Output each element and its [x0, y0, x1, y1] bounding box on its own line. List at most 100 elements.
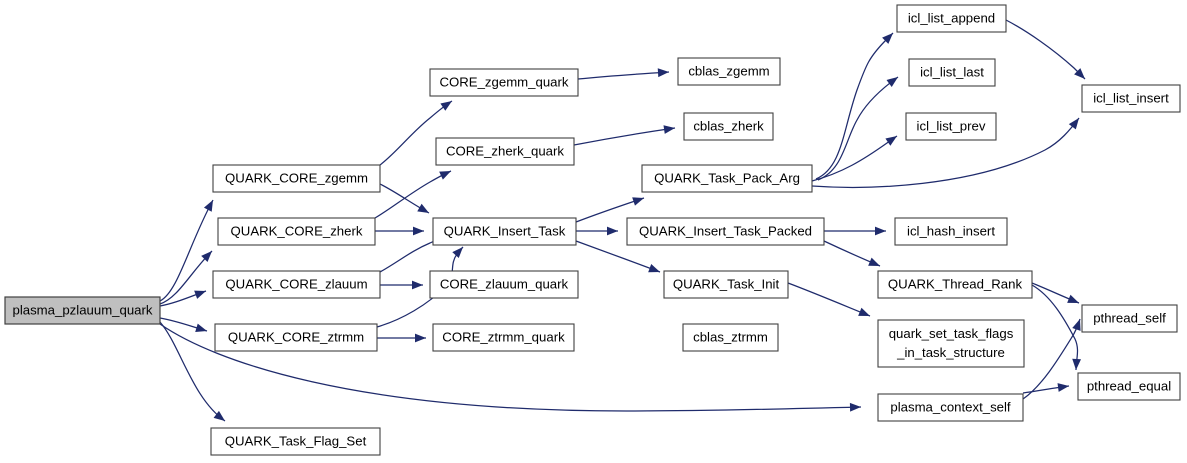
node-CORE_zgemm_quark[interactable]: CORE_zgemm_quark	[429, 68, 579, 97]
edge-icl_list_append-to-icl_list_insert	[1005, 19, 1086, 80]
node-box[interactable]	[908, 58, 996, 87]
edge-arrowhead	[1072, 358, 1082, 370]
node-label: icl_list_prev	[917, 118, 986, 133]
edge-QUARK_Insert_Task-to-QUARK_Task_Init	[575, 240, 661, 273]
node-label: plasma_context_self	[890, 399, 1011, 414]
node-box[interactable]	[429, 270, 579, 299]
edge-QUARK_Insert_Task-to-QUARK_Task_Pack_Arg	[575, 197, 645, 223]
node-QUARK_CORE_zlauum[interactable]: QUARK_CORE_zlauum	[212, 270, 381, 299]
node-box[interactable]	[877, 319, 1025, 368]
node-box[interactable]	[429, 68, 579, 97]
edge-arrowhead	[415, 333, 426, 343]
node-box[interactable]	[877, 270, 1033, 299]
edge-arrowhead	[657, 68, 669, 78]
node-label: QUARK_CORE_ztrmm	[228, 329, 364, 344]
node-label: CORE_zherk_quark	[446, 143, 564, 158]
node-cblas_zgemm[interactable]: cblas_zgemm	[677, 57, 781, 86]
edge-arrowhead	[1072, 319, 1081, 331]
node-pthread_self[interactable]: pthread_self	[1081, 304, 1178, 333]
edge-arrowhead	[648, 264, 660, 273]
node-QUARK_Insert_Task_Packed[interactable]: QUARK_Insert_Task_Packed	[626, 217, 825, 246]
edge-QUARK_CORE_zlauum-to-CORE_zlauum_quark	[380, 280, 423, 290]
edge-line	[1005, 19, 1086, 80]
node-label-line2: _in_task_structure	[896, 345, 1005, 360]
node-CORE_zlauum_quark[interactable]: CORE_zlauum_quark	[429, 270, 579, 299]
node-CORE_ztrmm_quark[interactable]: CORE_ztrmm_quark	[432, 323, 575, 352]
edge-plasma_pzlauum_quark-to-plasma_context_self	[159, 323, 862, 412]
edge-arrowhead	[1068, 118, 1079, 130]
edge-arrowhead	[885, 136, 897, 146]
node-box[interactable]	[641, 164, 813, 193]
node-label: QUARK_CORE_zgemm	[225, 170, 368, 185]
edge-arrowhead	[440, 101, 452, 111]
node-plasma_pzlauum_quark[interactable]: plasma_pzlauum_quark	[4, 296, 161, 325]
node-pthread_equal[interactable]: pthread_equal	[1077, 372, 1181, 401]
node-cblas_ztrmm[interactable]: cblas_ztrmm	[682, 323, 779, 352]
node-box[interactable]	[905, 112, 997, 141]
node-box[interactable]	[896, 4, 1007, 33]
edge-arrowhead	[868, 257, 880, 266]
node-QUARK_Task_Init[interactable]: QUARK_Task_Init	[663, 270, 789, 299]
node-box[interactable]	[217, 217, 376, 246]
node-box[interactable]	[214, 323, 378, 352]
edge-arrowhead	[417, 203, 429, 213]
edges-layer	[159, 19, 1086, 422]
node-box[interactable]	[212, 270, 381, 299]
node-icl_list_insert[interactable]: icl_list_insert	[1081, 84, 1181, 113]
edge-line	[159, 321, 226, 422]
node-QUARK_Task_Flag_Set[interactable]: QUARK_Task_Flag_Set	[210, 427, 381, 456]
node-box[interactable]	[626, 217, 825, 246]
edge-line	[573, 127, 676, 146]
node-box[interactable]	[683, 112, 774, 141]
node-box[interactable]	[432, 217, 577, 246]
node-box[interactable]	[1081, 304, 1178, 333]
node-box[interactable]	[210, 427, 381, 456]
node-box[interactable]	[663, 270, 789, 299]
edge-plasma_pzlauum_quark-to-QUARK_CORE_zherk	[159, 250, 213, 305]
node-icl_list_last[interactable]: icl_list_last	[908, 58, 996, 87]
edge-arrowhead	[194, 290, 206, 299]
edge-QUARK_Task_Pack_Arg-to-icl_list_append	[815, 32, 894, 180]
edge-line	[787, 282, 871, 317]
node-box[interactable]	[432, 323, 575, 352]
node-box[interactable]	[682, 323, 779, 352]
node-label: pthread_equal	[1087, 378, 1171, 393]
node-QUARK_Thread_Rank[interactable]: QUARK_Thread_Rank	[877, 270, 1033, 299]
edge-plasma_pzlauum_quark-to-QUARK_CORE_zlauum	[159, 290, 207, 307]
node-label: cblas_zgemm	[688, 63, 769, 78]
node-cblas_zherk[interactable]: cblas_zherk	[683, 112, 774, 141]
edge-QUARK_CORE_ztrmm-to-CORE_ztrmm_quark	[377, 333, 426, 343]
edge-QUARK_CORE_zgemm-to-QUARK_Insert_Task	[379, 183, 430, 214]
edge-line	[159, 323, 862, 412]
node-box[interactable]	[4, 296, 161, 325]
node-CORE_zherk_quark[interactable]: CORE_zherk_quark	[435, 137, 575, 166]
node-label: QUARK_Task_Pack_Arg	[654, 170, 800, 185]
node-quark_set_task_flags_in_task_structure[interactable]: quark_set_task_flags_in_task_structure	[877, 319, 1025, 368]
node-plasma_context_self[interactable]: plasma_context_self	[877, 393, 1024, 422]
node-label: CORE_ztrmm_quark	[442, 329, 565, 344]
node-QUARK_Insert_Task[interactable]: QUARK_Insert_Task	[432, 217, 577, 246]
node-icl_list_prev[interactable]: icl_list_prev	[905, 112, 997, 141]
node-QUARK_CORE_zgemm[interactable]: QUARK_CORE_zgemm	[212, 164, 381, 193]
node-QUARK_CORE_zherk[interactable]: QUARK_CORE_zherk	[217, 217, 376, 246]
node-box[interactable]	[1081, 84, 1181, 113]
node-box[interactable]	[894, 217, 1008, 246]
edge-QUARK_CORE_zherk-to-CORE_zherk_quark	[374, 170, 452, 219]
node-box[interactable]	[1077, 372, 1181, 401]
node-box[interactable]	[877, 393, 1024, 422]
node-QUARK_Task_Pack_Arg[interactable]: QUARK_Task_Pack_Arg	[641, 164, 813, 193]
node-label: cblas_zherk	[693, 118, 764, 133]
node-box[interactable]	[212, 164, 381, 193]
edge-arrowhead	[607, 226, 618, 236]
node-icl_hash_insert[interactable]: icl_hash_insert	[894, 217, 1008, 246]
edge-arrowhead	[858, 307, 870, 316]
edge-line	[374, 170, 452, 219]
node-box[interactable]	[435, 137, 575, 166]
node-label: icl_hash_insert	[907, 223, 995, 238]
node-box[interactable]	[677, 57, 781, 86]
node-icl_list_append[interactable]: icl_list_append	[896, 4, 1007, 33]
edge-arrowhead	[1067, 294, 1079, 303]
node-QUARK_CORE_ztrmm[interactable]: QUARK_CORE_ztrmm	[214, 323, 378, 352]
